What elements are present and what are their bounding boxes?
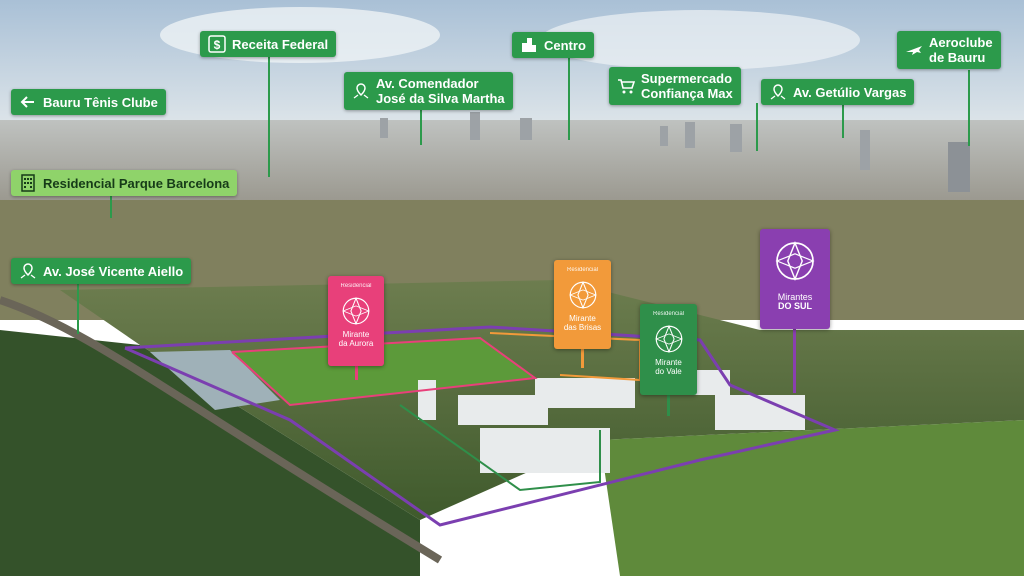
label-av-getulio-vargas: Av. Getúlio Vargas bbox=[761, 79, 915, 105]
label-text: Av. José Vicente Aiello bbox=[43, 263, 184, 279]
compass-logo-icon bbox=[775, 241, 815, 281]
dollar-icon: $ bbox=[208, 35, 226, 53]
pin-centro bbox=[568, 56, 570, 140]
label-residencial-parque-barcelona: Residencial Parque Barcelona bbox=[11, 170, 238, 196]
sign-line2: da Aurora bbox=[338, 339, 374, 348]
skyline bbox=[380, 112, 970, 192]
label-text: Centro bbox=[544, 37, 586, 53]
location-pin-icon bbox=[769, 83, 787, 101]
sign-small: Residencial bbox=[652, 311, 685, 317]
arrow-left-icon bbox=[19, 93, 37, 111]
pin-supermercado bbox=[756, 103, 758, 151]
label-text: Av. Getúlio Vargas bbox=[793, 84, 907, 100]
sign-line1: Mirante bbox=[655, 358, 682, 367]
forest-left bbox=[0, 330, 420, 576]
sign-line2: das Brisas bbox=[563, 323, 602, 332]
pin-aiello bbox=[77, 284, 79, 334]
stem-brisas bbox=[581, 348, 584, 368]
buildings-icon bbox=[520, 36, 538, 54]
shopping-cart-icon bbox=[617, 77, 635, 95]
field-right bbox=[600, 420, 1024, 576]
label-centro: Centro bbox=[512, 32, 594, 58]
pin-barcelona bbox=[110, 193, 112, 218]
perimeter-vale bbox=[399, 404, 601, 492]
sign-line1: Mirante bbox=[342, 330, 370, 339]
label-text: Bauru Tênis Clube bbox=[43, 94, 158, 110]
label-bauru-tenis-clube: Bauru Tênis Clube bbox=[11, 89, 166, 115]
sign-mirante-das-brisas: Residencial Mirante das Brisas bbox=[554, 260, 611, 349]
compass-logo-icon bbox=[342, 296, 370, 326]
sign-small: Residencial bbox=[340, 283, 372, 289]
perimeter-aurora bbox=[231, 336, 538, 407]
label-text: Residencial Parque Barcelona bbox=[43, 175, 230, 191]
location-pin-icon bbox=[352, 82, 370, 100]
pin-aeroclube bbox=[968, 70, 970, 146]
pin-receita bbox=[268, 57, 270, 177]
sign-mirante-da-aurora: Residencial Mirante da Aurora bbox=[328, 276, 384, 366]
pin-comendador bbox=[420, 110, 422, 145]
label-av-jose-vicente-aiello: Av. José Vicente Aiello bbox=[11, 258, 192, 284]
lawn-aurora bbox=[232, 338, 535, 405]
stem-aurora bbox=[355, 365, 358, 380]
sign-mirante-do-vale: Residencial Mirante do Vale bbox=[640, 304, 697, 395]
label-text: Av. Comendador José da Silva Martha bbox=[376, 76, 505, 106]
compass-logo-icon bbox=[654, 324, 683, 354]
svg-text:$: $ bbox=[214, 38, 221, 52]
pond bbox=[150, 350, 280, 410]
sign-mirantes-do-sul: Mirantes DO SUL bbox=[760, 229, 830, 329]
pin-getulio bbox=[842, 103, 844, 138]
label-text: Aeroclube de Bauru bbox=[929, 35, 993, 65]
sign-line2: do Vale bbox=[655, 367, 682, 376]
label-text: Receita Federal bbox=[232, 36, 329, 52]
compass-logo-icon bbox=[568, 280, 597, 310]
cloud bbox=[540, 10, 860, 70]
label-aeroclube: Aeroclube de Bauru bbox=[897, 31, 1001, 69]
stem-sul bbox=[793, 328, 796, 393]
label-av-comendador: Av. Comendador José da Silva Martha bbox=[344, 72, 513, 110]
sign-line1: Mirantes bbox=[777, 292, 813, 302]
road bbox=[0, 296, 443, 564]
label-receita-federal: $ Receita Federal bbox=[200, 31, 337, 57]
sign-line2: DO SUL bbox=[777, 301, 812, 311]
label-text: Supermercado Confiança Max bbox=[641, 71, 733, 101]
airplane-icon bbox=[905, 41, 923, 59]
label-supermercado: Supermercado Confiança Max bbox=[609, 67, 741, 105]
stem-vale bbox=[667, 394, 670, 416]
sign-small: Residencial bbox=[566, 267, 599, 273]
building-icon bbox=[19, 174, 37, 192]
location-pin-icon bbox=[19, 262, 37, 280]
sign-line1: Mirante bbox=[569, 314, 596, 323]
